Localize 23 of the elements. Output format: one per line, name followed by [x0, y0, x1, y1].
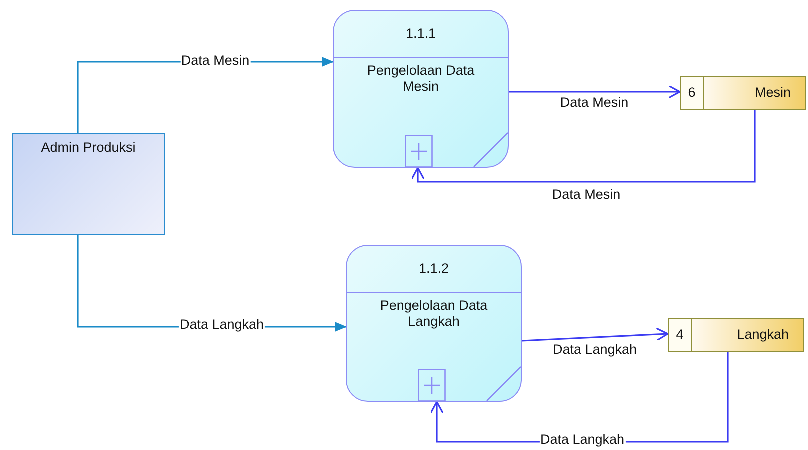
data-store [668, 318, 804, 352]
store-number: 4 [669, 319, 692, 351]
edge-label: Data Mesin [551, 188, 622, 202]
edge-label: Data Langkah [178, 318, 266, 332]
data-store [680, 76, 806, 110]
process-box [333, 10, 509, 168]
store-number: 6 [681, 77, 704, 109]
store-name: Mesin [704, 77, 805, 109]
edge-label: Data Langkah [552, 342, 638, 356]
process-number: 1.1.1 [334, 11, 508, 58]
edge-label: Data Langkah [539, 433, 626, 447]
arrow [522, 328, 669, 342]
store-name: Langkah [692, 319, 803, 351]
process-name: Pengelolaan Data Mesin [366, 63, 476, 95]
process-box [346, 245, 522, 402]
process-number: 1.1.2 [347, 246, 521, 293]
arrow [509, 85, 681, 99]
arrow [411, 110, 756, 183]
edge-label: Data Mesin [559, 96, 630, 110]
entity-name: Admin Produksi [40, 140, 137, 155]
edge-label: Data Mesin [180, 54, 251, 68]
process-name: Pengelolaan Data Langkah [379, 298, 489, 330]
external-entity-box [12, 133, 165, 235]
